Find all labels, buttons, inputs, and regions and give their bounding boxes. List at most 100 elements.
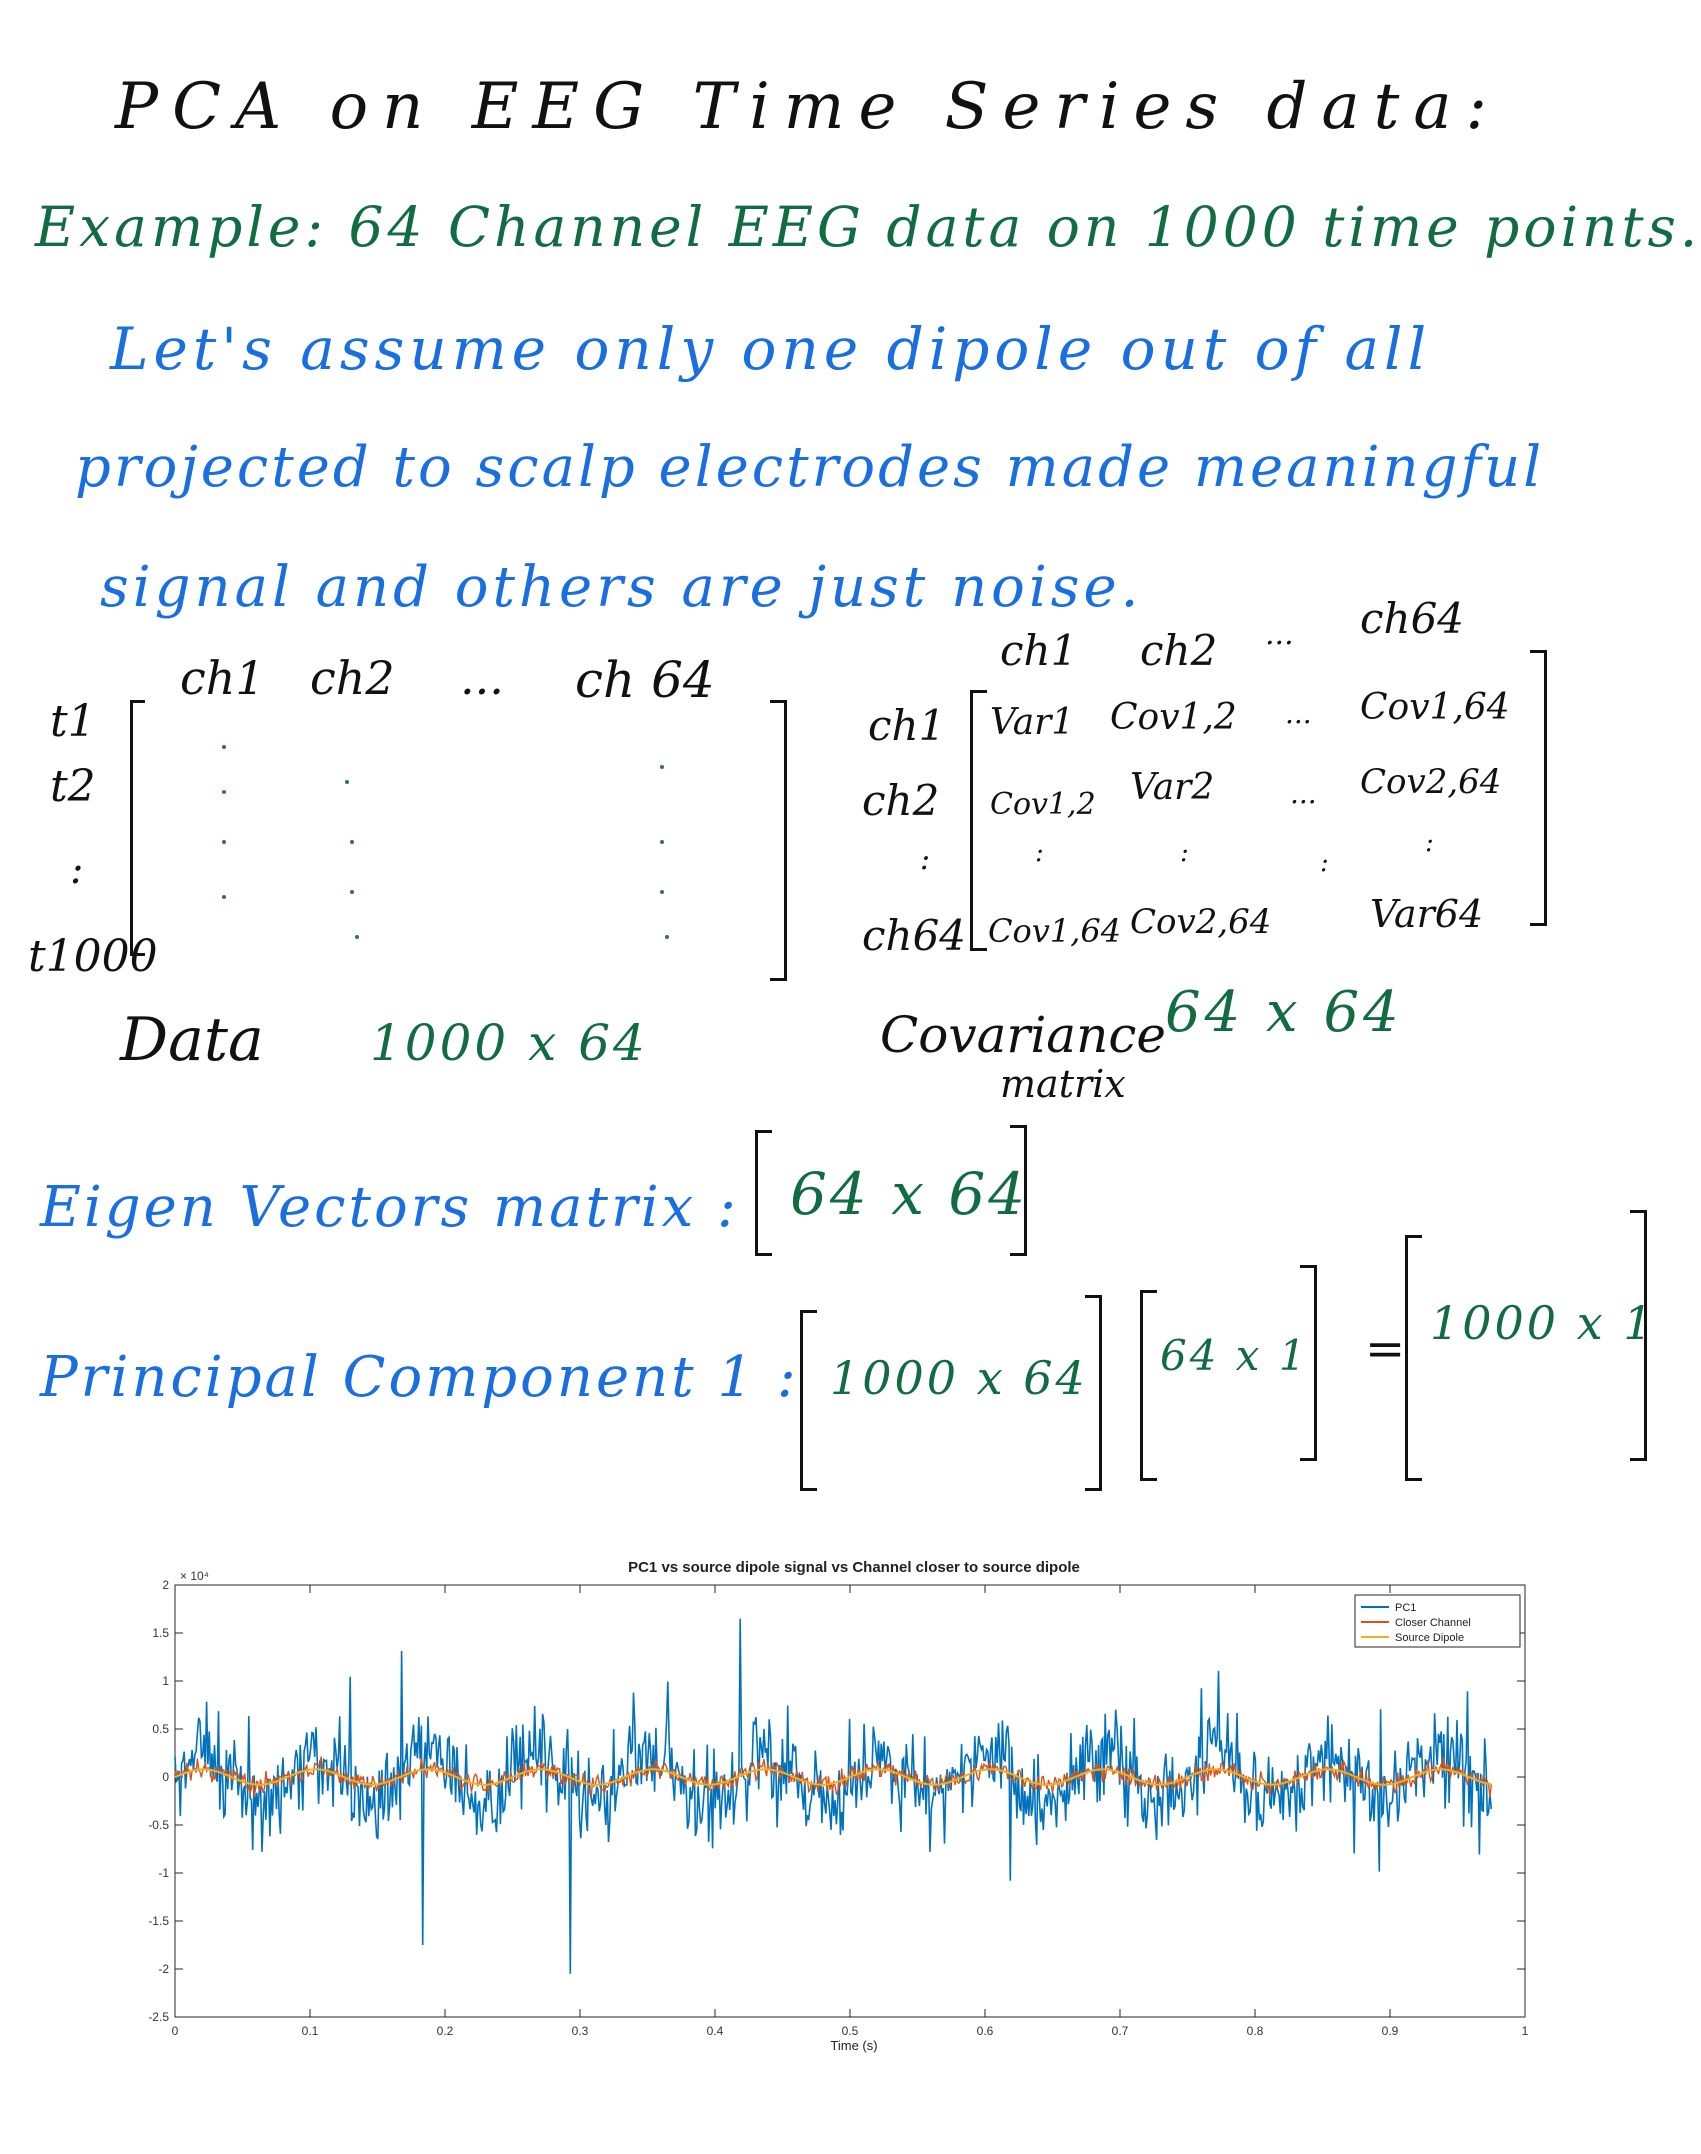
cov-right-bracket <box>1530 650 1547 926</box>
cov-col-header: ... <box>1265 617 1294 652</box>
pc1-m2-left-bracket <box>1140 1290 1157 1481</box>
data-col-header: ... <box>460 651 504 705</box>
pc1-equals: = <box>1365 1321 1406 1377</box>
data-dims: 1000 x 64 <box>370 1014 648 1072</box>
y-tick-label: -1.5 <box>148 1914 169 1928</box>
y-multiplier: × 10⁴ <box>180 1569 209 1583</box>
data-col-header: ch2 <box>310 651 395 705</box>
y-tick-label: -0.5 <box>148 1818 169 1832</box>
x-tick-label: 0.5 <box>842 2024 859 2038</box>
y-tick-label: -1 <box>158 1866 169 1880</box>
pc1-result-left-bracket <box>1405 1235 1422 1481</box>
example-line: Example: 64 Channel EEG data on 1000 tim… <box>35 195 1701 259</box>
cov-row-label: ch64 <box>862 911 967 960</box>
matrix-entry-mark <box>350 890 354 894</box>
data-row-label: t1000 <box>28 931 158 982</box>
cov-cell: ... <box>1290 777 1317 810</box>
eigen-dims: 64 x 64 <box>790 1160 1029 1228</box>
pc1-result-right-bracket <box>1630 1210 1647 1461</box>
matrix-entry-mark <box>222 745 226 749</box>
data-left-bracket <box>130 700 145 956</box>
matrix-entry-mark <box>222 840 226 844</box>
pc1-m1-left-bracket <box>800 1310 817 1491</box>
page-title: PCA on EEG Time Series data: <box>115 70 1502 144</box>
cov-cell: Cov2,64 <box>1130 902 1272 942</box>
x-tick-label: 0.2 <box>437 2024 454 2038</box>
cov-row-label: : <box>920 842 931 877</box>
legend-entry: Closer Channel <box>1395 1617 1471 1629</box>
y-tick-label: 1.5 <box>152 1626 169 1640</box>
data-right-bracket <box>770 700 787 981</box>
eigen-right-bracket <box>1010 1125 1027 1256</box>
matrix-entry-mark <box>660 840 664 844</box>
cov-cell: : <box>1320 848 1329 878</box>
pc1-m2-dims: 64 x 1 <box>1160 1331 1309 1380</box>
y-tick-label: 2 <box>162 1578 169 1592</box>
cov-dims: 64 x 64 <box>1165 980 1403 1045</box>
cov-cell: Cov1,64 <box>1360 687 1510 728</box>
cov-cell: Var64 <box>1370 892 1484 936</box>
cov-label: Covariance <box>880 1006 1166 1064</box>
x-tick-label: 1 <box>1522 2024 1529 2038</box>
matrix-entry-mark <box>222 790 226 794</box>
data-col-header: ch1 <box>180 651 265 705</box>
matrix-entry-mark <box>660 890 664 894</box>
data-label: Data <box>120 1005 264 1075</box>
assumption-line-3: signal and others are just noise. <box>100 555 1143 620</box>
cov-cell: Var1 <box>990 702 1075 743</box>
x-tick-label: 0.7 <box>1112 2024 1129 2038</box>
matrix-entry-mark <box>345 780 349 784</box>
cov-cell: Cov1,2 <box>990 787 1096 822</box>
pc1-result-dims: 1000 x 1 <box>1430 1296 1656 1350</box>
legend-entry: Source Dipole <box>1395 1632 1464 1644</box>
pc1-label: Principal Component 1 : <box>40 1345 799 1410</box>
plot-area <box>174 1584 1526 2018</box>
series-line-source-dipole <box>174 1768 1492 1786</box>
matrix-entry-mark <box>350 840 354 844</box>
eigen-left-bracket <box>755 1130 772 1256</box>
matrix-entry-mark <box>355 935 359 939</box>
cov-row-label: ch1 <box>868 701 946 750</box>
pc1-m1-right-bracket <box>1085 1295 1102 1491</box>
x-tick-label: 0 <box>172 2024 179 2038</box>
x-axis-label: Time (s) <box>830 2038 877 2053</box>
pc1-chart: PC1 vs source dipole signal vs Channel c… <box>130 1540 1550 2060</box>
matrix-entry-mark <box>665 935 669 939</box>
pc1-m1-dims: 1000 x 64 <box>830 1351 1088 1405</box>
y-tick-label: 0 <box>162 1770 169 1784</box>
assumption-line-1: Let's assume only one dipole out of all <box>110 315 1432 383</box>
data-row-label: t1 <box>50 696 96 747</box>
cov-cell: : <box>1425 828 1434 858</box>
data-row-label: : <box>70 847 84 893</box>
assumption-line-2: projected to scalp electrodes made meani… <box>75 435 1545 500</box>
x-tick-label: 0.6 <box>977 2024 994 2038</box>
cov-cell: Cov1,2 <box>1110 697 1237 738</box>
cov-cell: Cov1,64 <box>988 912 1122 950</box>
y-tick-label: -2 <box>158 1962 169 1976</box>
matrix-entry-mark <box>222 895 226 899</box>
x-tick-label: 0.4 <box>707 2024 724 2038</box>
cov-cell: : <box>1180 838 1189 868</box>
matrix-entry-mark <box>660 765 664 769</box>
cov-cell: Cov2,64 <box>1360 762 1502 802</box>
data-row-label: t2 <box>50 761 96 812</box>
x-tick-label: 0.1 <box>302 2024 319 2038</box>
cov-col-header: ch2 <box>1140 626 1218 675</box>
y-tick-label: 0.5 <box>152 1722 169 1736</box>
pc1-m2-right-bracket <box>1300 1265 1317 1461</box>
cov-cell: Var2 <box>1130 767 1215 808</box>
series-layer <box>174 1618 1493 1974</box>
cov-label-matrix: matrix <box>1000 1062 1126 1106</box>
chart-title: PC1 vs source dipole signal vs Channel c… <box>628 1559 1080 1576</box>
legend-entry: PC1 <box>1395 1602 1416 1614</box>
x-tick-label: 0.3 <box>572 2024 589 2038</box>
chart-svg: PC1 vs source dipole signal vs Channel c… <box>148 1559 1528 2053</box>
x-tick-label: 0.8 <box>1247 2024 1264 2038</box>
y-tick-label: 1 <box>162 1674 169 1688</box>
eigen-label: Eigen Vectors matrix : <box>40 1175 739 1240</box>
cov-col-header: ch1 <box>1000 626 1078 675</box>
cov-row-label: ch2 <box>862 776 940 825</box>
y-tick-label: -2.5 <box>148 2010 169 2024</box>
